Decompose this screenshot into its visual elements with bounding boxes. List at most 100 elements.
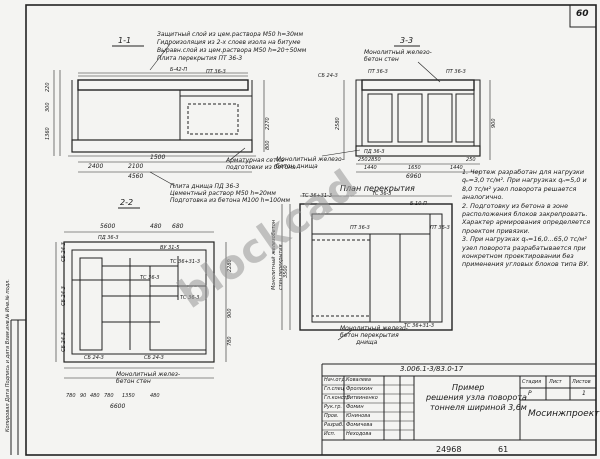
s22-mark-1: ПД 36-3	[98, 235, 119, 241]
s22-mark-8: СБ 24-3	[61, 332, 67, 352]
vdim-1-1-b: 300	[45, 102, 51, 112]
mark-pt36-a: ПТ 36-3	[206, 69, 226, 75]
vdim-1-1-a: 220	[45, 82, 51, 92]
s33-mark-3: СБ 24-3	[318, 73, 338, 79]
s22-dim-bottom-d: 780	[104, 393, 114, 399]
s33-dim-d: 1440	[364, 165, 377, 171]
section-3-3-label: 3-3	[400, 36, 414, 45]
stamp-name-7: Неходова	[346, 431, 372, 437]
s22-dim-bottom-c: 480	[90, 393, 100, 399]
mark-b42: Б-42-П	[170, 67, 188, 73]
dim-1-1-c: 2100	[128, 163, 144, 170]
footer-number: 24968	[436, 445, 462, 454]
s33-vdim-b: 900	[491, 118, 497, 128]
bottom-note-1: Плита днища ПД 36-3	[170, 183, 240, 190]
s22-dim-bottom-a: 780	[66, 393, 76, 399]
s22-mark-6: СБ 24-3	[61, 242, 67, 262]
s22-mark-10: СБ 24-3	[144, 355, 164, 361]
layer-note-1: Защитный слой из цем.раствора М50 h=30мм	[157, 31, 303, 38]
stamp-sheet-header: Лист	[549, 379, 562, 385]
s22-dim-top-a: 5600	[100, 223, 116, 230]
s33-vdim-a: 2580	[335, 117, 341, 130]
s33-mark-4: ПД 36-3	[364, 149, 385, 155]
plan-bottom-note-2: бетон перекрытия	[340, 332, 399, 339]
plan-mark-3: ПТ 36-3	[350, 225, 370, 231]
plan-bottom-note-3: днища	[356, 339, 378, 346]
s22-note-2: бетон стен	[116, 378, 151, 385]
s22-mark-2: ТС 36+31-3	[170, 259, 201, 265]
stamp-role-2: Гл.спец	[324, 386, 345, 392]
plan-mark-6: ТС 36+31-3	[404, 323, 435, 329]
bottom-note-2: Цементный раствор М50 h=20мм	[170, 190, 276, 197]
s33-bottom-note-1: Монолитный железо-	[276, 156, 344, 163]
stamp-name-4: Фомин	[346, 404, 364, 410]
s22-dim-top-c: 680	[172, 223, 184, 230]
s22-dim-bottom-e: 1350	[122, 393, 135, 399]
s33-dim-e: 1650	[408, 165, 421, 171]
general-note-2: 2. Подготовку из бетона в зоне расположе…	[462, 201, 591, 235]
stamp-name-1: Ковалева	[346, 377, 371, 383]
footer-page: 61	[498, 445, 509, 454]
general-note-3: 3. При нагрузках qₙ=16,0...65,0 тс/м² уз…	[462, 235, 590, 269]
plan-dim: 3500	[283, 265, 289, 278]
dim-1-1-total: 4560	[128, 173, 144, 180]
stamp-role-6: Разраб.	[324, 422, 344, 428]
s33-note-1: Монолитный железо-	[364, 49, 432, 56]
stamp-name-2: Фролихин	[346, 386, 373, 392]
stamp-role-5: Пров.	[324, 413, 339, 419]
s33-dim-total: 6960	[406, 173, 422, 180]
stamp-title-1: Пример	[452, 383, 485, 392]
section-1-1-label: 1-1	[118, 36, 132, 45]
layer-note-3: Выравн.слой из цем.раствора М50 h=20÷50м…	[157, 47, 307, 54]
plan-label: План перекрытия	[340, 184, 415, 193]
layer-note-2: Гидроизоляция из 2-х слоев изола на биту…	[157, 39, 301, 46]
stamp-role-1: Нач.отд.	[324, 377, 347, 383]
s22-dim-mid-b: 900	[227, 308, 233, 318]
stamp-stage-value: Р	[528, 390, 532, 397]
stamp-name-3: Литвиненко	[346, 395, 378, 401]
vdim-1-1-e: 800	[265, 140, 271, 150]
s33-bottom-note-2: бетон днища	[276, 163, 318, 170]
layer-note-4: Плита перекрытия ПТ 36-3	[157, 55, 243, 62]
s33-mark-2: ПТ 36-3	[446, 69, 466, 75]
stamp-org: Мосинжпроект	[528, 409, 600, 419]
stamp-name-6: Фомичева	[346, 422, 373, 428]
plan-mark-2: ТС 36-3	[372, 191, 392, 197]
s22-dim-top-b: 480	[150, 223, 162, 230]
grid-note-1: Арматурная сетка	[226, 157, 284, 164]
s22-mark-7: СБ 24-3	[61, 286, 67, 306]
s33-dim-b: 2850	[368, 157, 381, 163]
s33-dim-f: 1440	[450, 165, 463, 171]
s33-note-2: бетон стен	[364, 56, 399, 63]
s22-dim-bottom-total: 6600	[110, 403, 126, 410]
s22-dim-mid-c: 780	[227, 336, 233, 346]
dim-1-1-b: 1500	[150, 154, 166, 161]
plan-mark-4: Б 10-П	[410, 201, 427, 207]
plan-mark-1: ТС 36+31-3	[302, 193, 333, 199]
stamp-stage-header: Стадия	[522, 379, 542, 385]
plan-bottom-note-1: Монолитный железо-	[340, 325, 408, 332]
section-2-2-label: 2-2	[120, 198, 134, 207]
s22-mark-9: СБ 24-3	[84, 355, 104, 361]
stamp-title-2: решения узла поворота	[426, 393, 527, 402]
stamp-sheets-value: 1	[582, 390, 586, 397]
s22-mark-4: ВУ 31-5	[160, 245, 180, 251]
plan-mark-5: ПТ 36-3	[430, 225, 450, 231]
grid-note-2: подготовки из бетона	[226, 164, 296, 171]
stamp-role-7: Исп.	[324, 431, 336, 437]
vdim-1-1-d: 2270	[265, 117, 271, 130]
side-strip-text: Копировал Дата Подпись и дата Взам.инв.№…	[5, 279, 11, 432]
s22-dim-bottom-b: 90	[80, 393, 87, 399]
s33-dim-a: 250	[358, 157, 368, 163]
stamp-sheets-header: Листов	[572, 379, 591, 385]
stamp-name-5: Юнинова	[346, 413, 371, 419]
bottom-note-3: Подготовка из бетона М100 h=100мм	[170, 197, 290, 204]
s22-dim-bottom-f: 480	[150, 393, 160, 399]
sheet-number: 60	[576, 9, 589, 19]
s33-mark-1: ПТ 36-3	[368, 69, 388, 75]
stamp-role-4: Рук.гр.	[324, 404, 342, 410]
stamp-role-3: Гл.констр	[324, 395, 350, 401]
stamp-title-3: тоннеля шириной 3,6м	[430, 403, 527, 412]
